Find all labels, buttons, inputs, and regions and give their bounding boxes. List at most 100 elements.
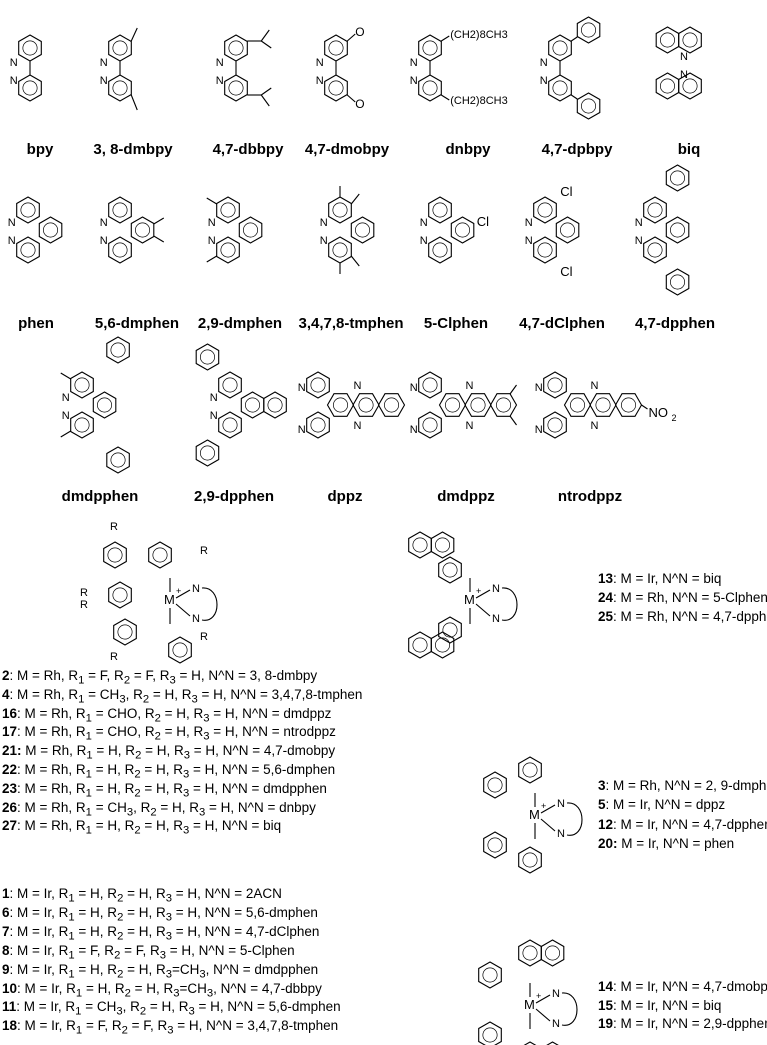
compound-description: : M = Rh, R1 = F, R2 = F, R3 = H, N^N = … — [9, 668, 318, 687]
dnbpy-structure: NN(CH2)8CH3(CH2)8CH3 — [410, 29, 508, 107]
compound-entry: 2: M = Rh, R1 = F, R2 = F, R3 = H, N^N =… — [2, 668, 317, 687]
atom-label: Cl — [560, 184, 572, 199]
atom-label: R — [200, 631, 208, 643]
compound-number: 14 — [598, 979, 614, 994]
compound-entry: 8: M = Ir, R1 = F, R2 = F, R3 = H, N^N =… — [2, 943, 295, 962]
atom-label: N — [535, 424, 543, 436]
compound-description: : M = Rh, N^N = 4,7-dpphen — [613, 609, 767, 624]
atom-label: + — [476, 586, 481, 596]
atom-label: N — [316, 57, 324, 69]
atom-label: N — [320, 217, 328, 229]
compound-entry: 20: M = Ir, N^N = phen — [598, 836, 734, 851]
compound-number: 10 — [2, 980, 18, 996]
atom-label: O — [355, 97, 364, 111]
compound-entry: 12: M = Ir, N^N = 4,7-dpphen — [598, 817, 767, 832]
compound-entry: 5: M = Ir, N^N = dppz — [598, 797, 725, 812]
compound-number: 18 — [2, 1018, 18, 1034]
compound-entry: 16: M = Rh, R1 = CHO, R2 = H, R3 = H, N^… — [2, 706, 331, 725]
atom-label: R — [80, 599, 88, 611]
compound-description: : M = Ir, R1 = F, R2 = F, R3 = H, N^N = … — [17, 1018, 339, 1037]
compound-entry: 6: M = Ir, R1 = H, R2 = H, R3 = H, N^N =… — [2, 905, 318, 924]
atom-label: N — [216, 57, 224, 69]
atom-label: N — [10, 75, 18, 87]
compound-description: : M = Ir, N^N = 2,9-dpphen — [613, 1016, 767, 1032]
atom-label: N — [557, 798, 565, 810]
compound-description: : M = Rh, R1 = H, R2 = H, R3 = H, N^N = … — [17, 780, 327, 800]
compound-description: : M = Rh, R1 = CHO, R2 = H, R3 = H, N^N … — [17, 724, 336, 744]
compound-entry: 17: M = Rh, R1 = CHO, R2 = H, R3 = H, N^… — [2, 724, 336, 743]
atom-label: (CH2)8CH3 — [450, 95, 507, 107]
compound-description: : M = Ir, R1 = H, R2 = H, R3 = H, N^N = … — [9, 886, 282, 905]
ligand-label: ntrodppz — [557, 488, 623, 505]
ligand-label: dmdppz — [437, 488, 495, 505]
atom-label: N — [410, 57, 418, 69]
compound-entry: 18: M = Ir, R1 = F, R2 = F, R3 = H, N^N … — [2, 1018, 338, 1037]
dmdpphen-structure: NN — [60, 336, 130, 474]
atom-label: N — [320, 235, 328, 247]
atom-label: N — [410, 75, 418, 87]
compound-entry: 3: M = Rh, N^N = 2, 9-dmphen — [598, 778, 767, 793]
compound-description: : M = Rh, R1 = CH3, R2 = H, R3 = H, N^N … — [9, 686, 363, 706]
atom-label: N — [635, 235, 643, 247]
atom-label: Cl — [560, 264, 572, 279]
atom-label: N — [466, 420, 474, 432]
compound-number: 20: — [598, 835, 618, 851]
atom-label: N — [492, 583, 500, 595]
atom-label: M — [529, 807, 540, 822]
ligand-label: 2,9-dmphen — [197, 315, 283, 332]
ligand-label: 4,7-dpbpy — [541, 141, 613, 158]
atom-label: N — [591, 420, 599, 432]
atom-label: N — [192, 583, 200, 595]
atom-label: N — [210, 392, 218, 404]
atom-label: N — [10, 57, 18, 69]
atom-label: N — [540, 57, 548, 69]
biq-structure: NN — [655, 26, 702, 100]
atom-label: N — [410, 382, 418, 394]
ligand-label: biq — [677, 141, 701, 158]
compound-number: 25 — [598, 609, 614, 624]
dpbpy-structure: NN — [540, 16, 601, 120]
ligand-label: 5-Clphen — [423, 315, 489, 332]
atom-label: N — [192, 613, 200, 625]
atom-label: M — [524, 997, 535, 1012]
atom-label: N — [316, 75, 324, 87]
atom-label: R — [200, 545, 208, 557]
compound-description: : M = Rh, N^N = 5-Clphen — [613, 590, 767, 605]
atom-label: N — [492, 613, 500, 625]
compound-entry: 1: M = Ir, R1 = H, R2 = H, R3 = H, N^N =… — [2, 886, 282, 905]
ligand-label: 5,6-dmphen — [94, 315, 180, 332]
compound-number: 5 — [598, 797, 606, 813]
compound-description: : M = Rh, R1 = H, R2 = H, R3 = H, N^N = … — [17, 762, 336, 781]
ligand-label: dmdpphen — [61, 488, 139, 505]
atom-label: R — [110, 651, 118, 663]
atom-label: N — [680, 69, 688, 81]
atom-label: N — [100, 217, 108, 229]
atom-label: N — [354, 420, 362, 432]
ligand-label: 3, 8-dmbpy — [93, 141, 173, 158]
compound-entry: 4: M = Rh, R1 = CH3, R2 = H, R3 = H, N^N… — [2, 687, 362, 706]
compound-number: 23 — [2, 780, 18, 796]
ligand-label: 2,9-dpphen — [193, 488, 275, 505]
atom-label: N — [540, 75, 548, 87]
atom-label: N — [557, 828, 565, 840]
atom-label: R — [80, 587, 88, 599]
compound-number: 1 — [2, 886, 10, 901]
atom-label: O — [355, 25, 364, 39]
compound-number: 12 — [598, 816, 614, 832]
compound-number: 15 — [598, 997, 614, 1013]
compound-description: : M = Rh, R1 = CHO, R2 = H, R3 = H, N^N … — [17, 705, 332, 725]
atom-label: N — [298, 424, 306, 436]
atom-label: + — [541, 801, 546, 811]
atom-label: R — [110, 521, 118, 533]
compound-description: : M = Ir, R1 = H, R2 = H, R3=CH3, N^N = … — [17, 980, 322, 1000]
compound-entry: 23: M = Rh, R1 = H, R2 = H, R3 = H, N^N … — [2, 781, 327, 800]
atom-label: N — [525, 217, 533, 229]
ligand-label: 4,7-dmobpy — [304, 141, 390, 158]
compound-description: : M = Rh, R1 = CH3, R2 = H, R3 = H, N^N … — [17, 799, 316, 819]
compound-number: 11 — [2, 999, 17, 1015]
atom-label: N — [8, 217, 16, 229]
